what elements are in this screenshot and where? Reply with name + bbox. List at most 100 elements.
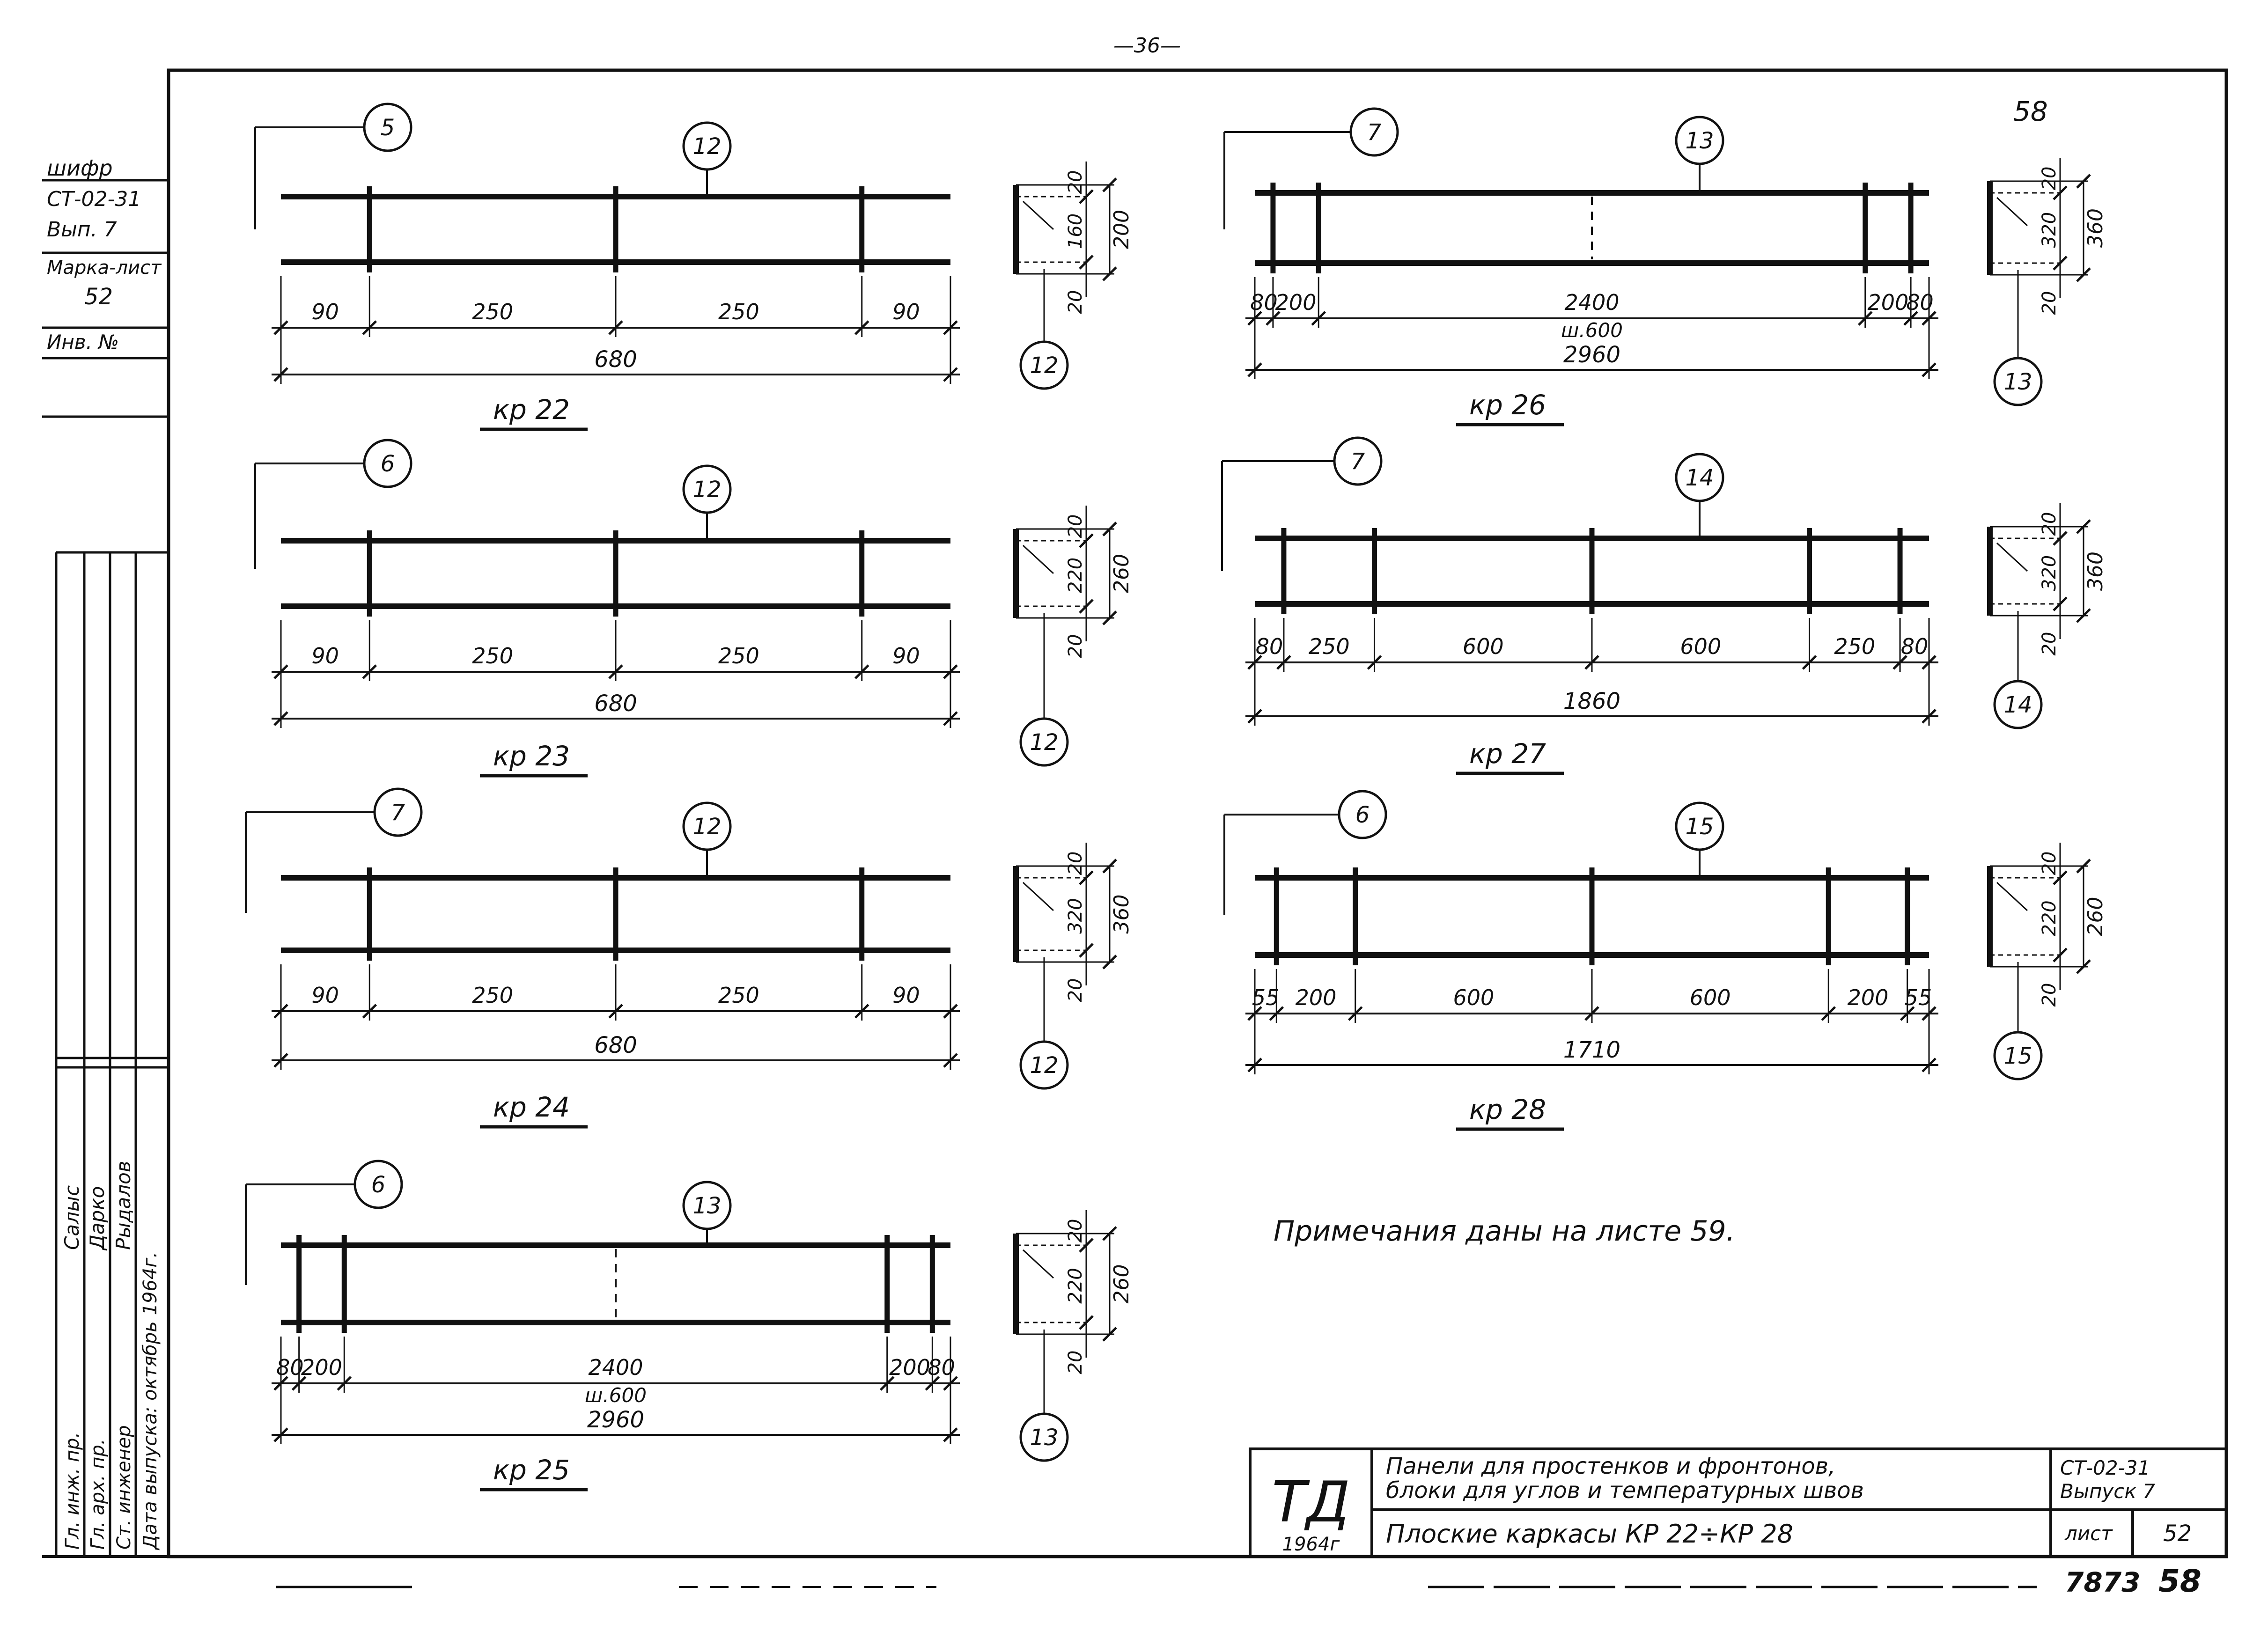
section-dim: 20 bbox=[1065, 1351, 1086, 1374]
dimension-value: 80 bbox=[1250, 290, 1278, 315]
left-tag-circle bbox=[1338, 790, 1387, 839]
dimension-tick bbox=[1922, 311, 1937, 326]
dimension-value: 200 bbox=[1848, 985, 1889, 1010]
left-tag-circle bbox=[363, 103, 412, 152]
dimension-tick bbox=[943, 664, 958, 679]
dimension-value: 600 bbox=[1680, 634, 1721, 659]
dimension-tick bbox=[1079, 533, 1094, 548]
dimension-tick bbox=[854, 1004, 869, 1019]
signature-strip bbox=[55, 551, 169, 1557]
section-total: 360 bbox=[2084, 208, 2107, 248]
dimension-value: 200 bbox=[889, 1355, 930, 1380]
section-tag: 13 bbox=[2003, 369, 2032, 395]
dimension-tick bbox=[943, 320, 958, 335]
overall-dimension: 1860 bbox=[1245, 672, 1938, 726]
dimension-tick bbox=[1247, 311, 1262, 326]
section-dim: 20 bbox=[1065, 852, 1086, 875]
note: Примечания даны на листе 59. bbox=[1274, 1215, 1735, 1248]
dimension-value: 250 bbox=[472, 643, 513, 669]
frame-label: кр 22 bbox=[493, 394, 570, 426]
archive-page: 58 bbox=[2158, 1563, 2202, 1599]
section-dim: 320 bbox=[2039, 212, 2060, 248]
dimension-tick bbox=[1922, 1006, 1937, 1021]
section-total: 200 bbox=[1110, 210, 1134, 249]
section-tag: 15 bbox=[2003, 1043, 2032, 1069]
center-tag-circle bbox=[682, 121, 732, 171]
dimension-tick bbox=[1247, 1058, 1262, 1073]
left-leader bbox=[245, 1183, 355, 1285]
left-tag: 7 bbox=[391, 800, 405, 826]
center-tag-circle bbox=[682, 464, 732, 514]
left-tag-circle bbox=[353, 1160, 403, 1209]
dimension-value: 2400 bbox=[1564, 290, 1619, 315]
section-rod bbox=[1996, 882, 2028, 911]
center-tag-circle bbox=[1675, 116, 1724, 165]
page-mark: —36— bbox=[1113, 34, 1181, 58]
title-year: 1964г bbox=[1282, 1534, 1340, 1555]
dimension-value: 600 bbox=[1453, 985, 1494, 1010]
dimension-tick bbox=[362, 320, 377, 335]
left-tag: 7 bbox=[1351, 448, 1365, 475]
dimension-tick bbox=[1802, 655, 1817, 670]
dimension-tick bbox=[2053, 531, 2068, 546]
overall-dimension: 680 bbox=[272, 1021, 960, 1070]
section-tag: 14 bbox=[2003, 692, 2032, 718]
section-total: 260 bbox=[1110, 554, 1134, 593]
dimension-tick bbox=[2053, 256, 2068, 271]
dimension-value: 250 bbox=[472, 983, 513, 1008]
dimension-tick bbox=[291, 1376, 307, 1391]
dimension-note: ш.600 bbox=[1561, 319, 1623, 342]
overall-value: 1860 bbox=[1563, 688, 1620, 714]
dimension-value: 200 bbox=[1296, 985, 1337, 1010]
dimension-tick bbox=[1247, 709, 1262, 724]
left-stamp bbox=[42, 179, 169, 418]
dimension-tick bbox=[2053, 870, 2068, 885]
dimension-tick bbox=[1102, 955, 1117, 970]
cipher-issue: Вып. 7 bbox=[47, 218, 117, 242]
section-dim: 320 bbox=[2039, 555, 2060, 591]
section-dim: 20 bbox=[2039, 852, 2060, 875]
dimension-tick bbox=[1079, 599, 1094, 614]
dimension-tick bbox=[943, 1376, 958, 1391]
role-senior-engineer: Ст. инженер bbox=[113, 1425, 135, 1550]
left-leader bbox=[254, 463, 364, 569]
dimension-tick bbox=[943, 1004, 958, 1019]
dimension-value: 250 bbox=[718, 643, 759, 669]
dimension-tick bbox=[1102, 522, 1117, 536]
frame-label: кр 26 bbox=[1469, 389, 1546, 421]
dimension-note: ш.600 bbox=[585, 1384, 647, 1407]
dimension-tick bbox=[273, 664, 288, 679]
section-tag: 12 bbox=[1030, 353, 1058, 379]
section-rod bbox=[1996, 197, 2028, 227]
dimension-tick bbox=[1079, 870, 1094, 885]
section-dim: 20 bbox=[1065, 1219, 1086, 1243]
dimension-tick bbox=[1247, 362, 1262, 377]
dimension-value: 200 bbox=[301, 1355, 342, 1380]
dimension-tick bbox=[1247, 655, 1262, 670]
dimension-tick bbox=[1584, 1006, 1599, 1021]
dimension-tick bbox=[1311, 311, 1326, 326]
archive-number: 7873 bbox=[2065, 1566, 2140, 1598]
section-tag: 12 bbox=[1030, 1052, 1058, 1079]
section-dim: 20 bbox=[2039, 291, 2060, 315]
section-dim: 20 bbox=[1065, 170, 1086, 194]
dimension-tick bbox=[943, 711, 958, 726]
dimension-tick bbox=[854, 664, 869, 679]
dimension-tick bbox=[337, 1376, 352, 1391]
title-line-2: блоки для углов и температурных швов bbox=[1386, 1477, 1864, 1504]
role-chief-engineer: Гл. инж. пр. bbox=[62, 1432, 83, 1550]
dimension-tick bbox=[854, 320, 869, 335]
section-dim: 320 bbox=[1065, 898, 1086, 933]
dimension-tick bbox=[1079, 1238, 1094, 1253]
dimension-tick bbox=[1079, 255, 1094, 270]
